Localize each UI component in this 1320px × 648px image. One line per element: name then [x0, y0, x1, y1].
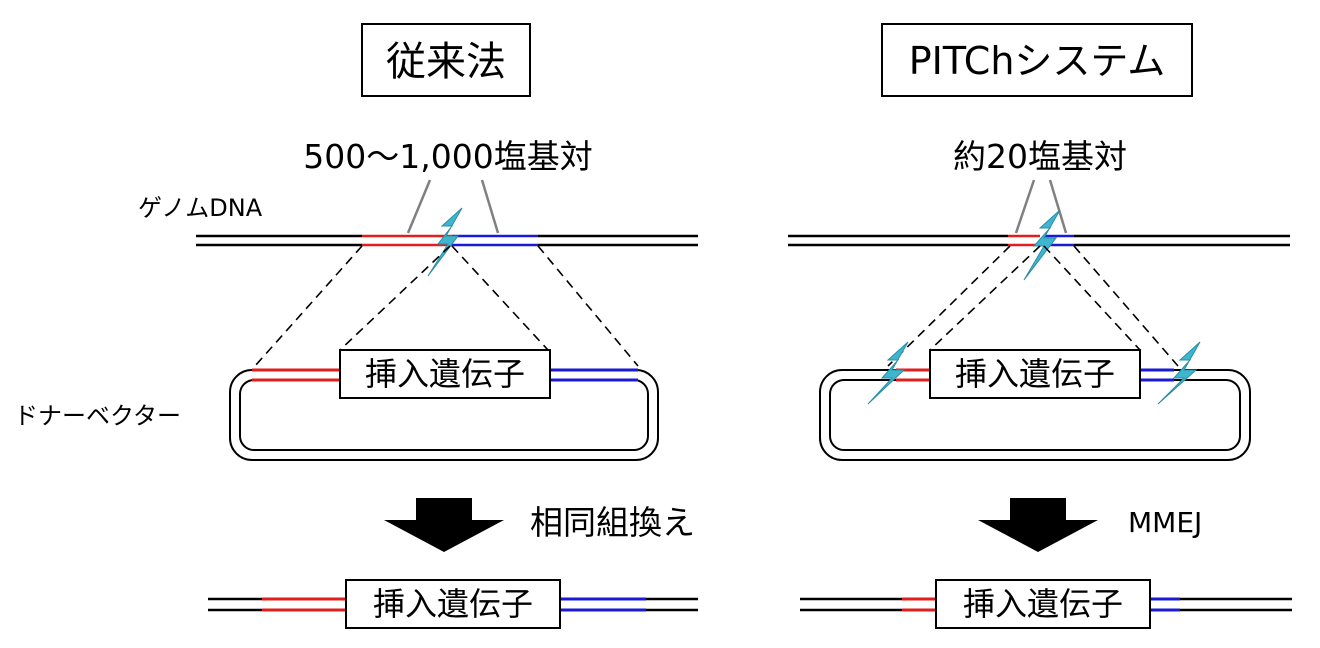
right-mapping-lines [887, 245, 1179, 367]
left-insert-gene-label: 挿入遺伝子 [365, 355, 525, 393]
left-genome-cut-bolt-icon [427, 207, 463, 277]
left-result-dna: 挿入遺伝子 [208, 579, 698, 629]
right-genome-dna [788, 234, 1290, 247]
right-vector-cut-bolt-right-icon [1157, 341, 1201, 405]
right-vector-cut-bolt-left-icon [867, 341, 909, 405]
right-insert-gene-label: 挿入遺伝子 [955, 355, 1115, 393]
left-result-insert-box [345, 579, 561, 629]
right-leader-line-red [1014, 179, 1036, 234]
right-homology-length-label: 約20塩基対 [953, 137, 1127, 176]
right-process-arrow-icon [978, 498, 1098, 552]
left-donor-vector: 挿入遺伝子 [229, 349, 659, 461]
left-panel: 従来法 500～1,000塩基対 ゲノムDNA ドナーベクター [14, 23, 698, 629]
left-insert-gene-box [339, 349, 551, 399]
right-panel: PITChシステム 約20塩基対 [788, 23, 1292, 629]
left-leader-line-red [406, 179, 432, 234]
left-mapping-lines [254, 245, 639, 367]
right-title-box [881, 23, 1193, 97]
right-leader-line-blue [1048, 179, 1068, 234]
left-method-label: 相同組換え [530, 503, 695, 542]
donor-vector-label: ドナーベクター [14, 402, 181, 430]
left-process-arrow-icon [384, 498, 504, 552]
left-homology-length-label: 500～1,000塩基対 [303, 137, 592, 176]
left-title-box [361, 23, 531, 97]
right-method-label: MMEJ [1128, 506, 1202, 539]
right-donor-vector: 挿入遺伝子 [819, 349, 1251, 461]
left-result-insert-label: 挿入遺伝子 [373, 585, 533, 623]
left-genome-dna [196, 234, 698, 247]
left-title: 従来法 [386, 39, 506, 85]
right-result-insert-box [935, 579, 1151, 629]
left-leader-line-blue [480, 179, 500, 234]
right-result-insert-label: 挿入遺伝子 [963, 585, 1123, 623]
genome-dna-label: ゲノムDNA [138, 194, 263, 222]
right-result-dna: 挿入遺伝子 [800, 579, 1292, 629]
right-insert-gene-box [929, 349, 1141, 399]
right-title: PITChシステム [909, 39, 1166, 83]
